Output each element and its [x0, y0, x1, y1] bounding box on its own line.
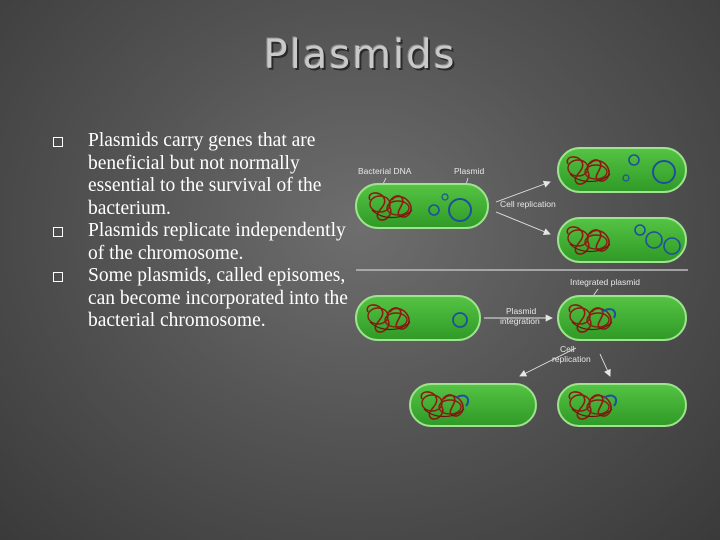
arrow-down-right — [599, 353, 611, 377]
bullet-item: Plasmids replicate independently of the … — [50, 220, 350, 265]
bullet-list: Plasmids carry genes that are beneficial… — [50, 130, 350, 333]
label-plasmid: Plasmid — [454, 166, 485, 176]
bullet-item: Plasmids carry genes that are beneficial… — [50, 130, 350, 220]
bullet-marker-icon — [53, 137, 63, 147]
bullet-marker-icon — [53, 227, 63, 237]
label-plasmid-integration-1: Plasmid — [506, 306, 537, 316]
plasmid-diagram: Bacterial DNA Plasmid Cell re — [355, 147, 688, 427]
label-plasmid-integration-2: integration — [500, 316, 540, 326]
bullet-text: Plasmids replicate independently of the … — [88, 220, 346, 264]
label-cell-replication-top: Cell replication — [500, 199, 556, 209]
bullet-text: Some plasmids, called episomes, can beco… — [88, 265, 348, 331]
bacterium-cell — [557, 383, 687, 427]
label-integrated-plasmid: Integrated plasmid — [570, 277, 640, 287]
bullet-item: Some plasmids, called episomes, can beco… — [50, 265, 350, 333]
label-cell-replication-bottom-2: replication — [552, 354, 591, 364]
label-bacterial-dna: Bacterial DNA — [358, 166, 412, 176]
bullet-text: Plasmids carry genes that are beneficial… — [88, 130, 322, 219]
bacterium-cell — [557, 217, 687, 263]
bullet-marker-icon — [53, 272, 63, 282]
slide-title: Plasmids — [263, 32, 457, 78]
label-cell-replication-bottom-1: Cell — [560, 344, 575, 354]
bacterium-cell — [409, 383, 537, 427]
bacterium-cell — [557, 295, 687, 341]
bacterium-cell — [355, 295, 481, 341]
arrow-down-left — [519, 347, 577, 377]
arrow-down — [495, 211, 551, 235]
arrow-up — [495, 180, 551, 203]
bacterium-cell — [557, 147, 687, 193]
bacterium-cell — [355, 183, 489, 229]
